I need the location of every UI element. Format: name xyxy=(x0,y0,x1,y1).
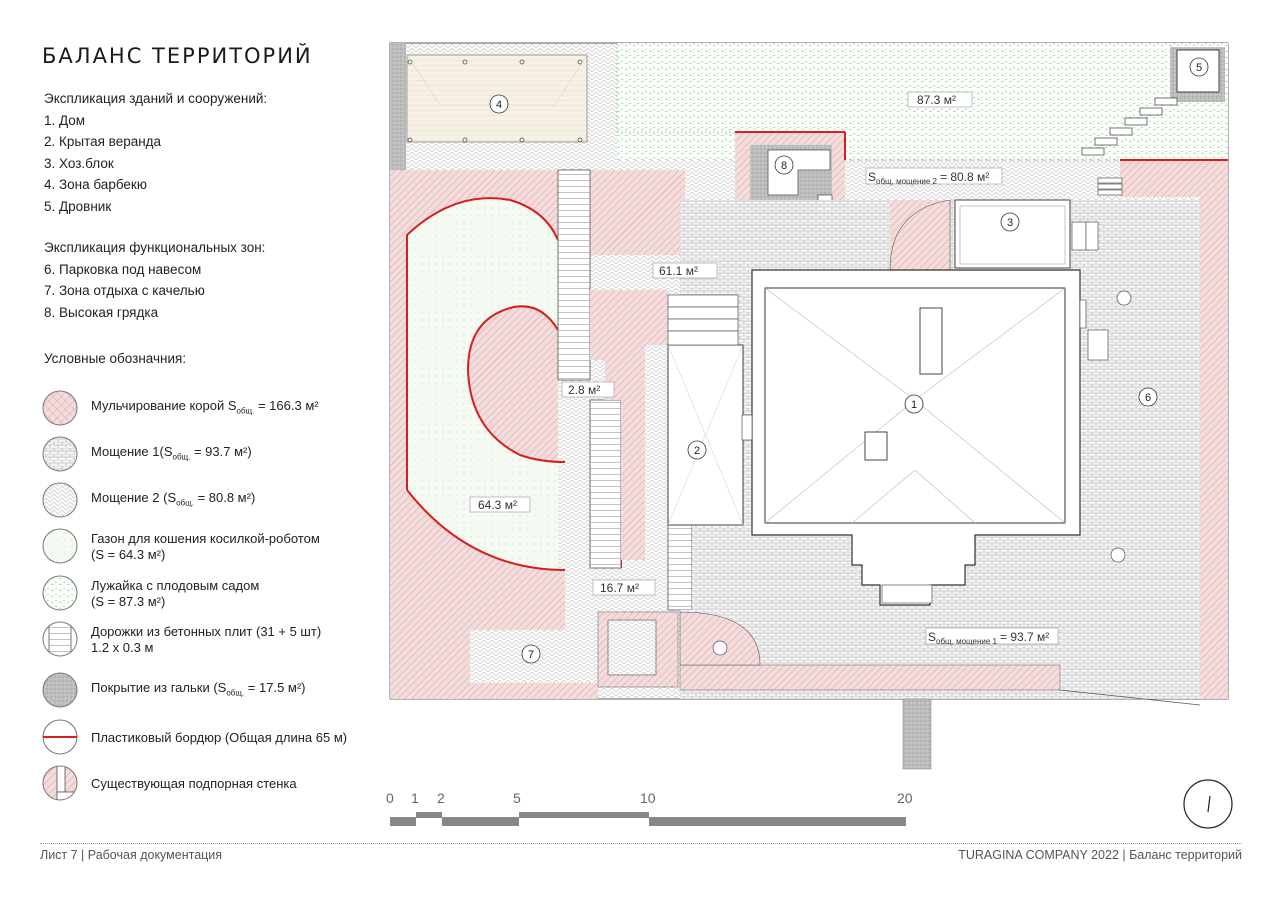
legend-item-pebble: Покрытие из гальки (Sобщ. = 17.5 м²) xyxy=(42,672,306,710)
zone-item: 7. Зона отдыха с качелью xyxy=(44,283,205,299)
marker-5: 5 xyxy=(1189,57,1209,77)
marker-2: 2 xyxy=(687,440,707,460)
area-label-center: 61.1 м² xyxy=(659,264,698,278)
pebble-strip-left xyxy=(390,43,406,170)
legend-label: Лужайка с плодовым садом(S = 87.3 м²) xyxy=(91,578,260,609)
svg-text:1: 1 xyxy=(911,399,917,411)
buildings-list: Экспликация зданий и сооружений: 1. Дом … xyxy=(44,88,267,218)
svg-text:6: 6 xyxy=(1145,392,1151,404)
scale-label: 0 xyxy=(386,790,394,806)
scale-label: 10 xyxy=(640,790,656,806)
legend-item-paving-1: Мощение 1(Sобщ. = 93.7 м²) xyxy=(42,436,252,474)
slab-path-lower xyxy=(589,399,622,569)
legend-item-paving-2: Мощение 2 (Sобщ. = 80.8 м²) xyxy=(42,482,255,520)
area-label-paving-2: Sобщ. мощение 2= 80.8 м² xyxy=(868,170,989,186)
scale-label: 5 xyxy=(513,790,521,806)
scale-bar xyxy=(390,812,906,826)
legend-label: Дорожки из бетонных плит (31 + 5 шт)1.2 … xyxy=(91,624,322,655)
svg-text:7: 7 xyxy=(528,649,534,661)
north-arrow-icon xyxy=(1183,779,1233,829)
buildings-heading: Экспликация зданий и сооружений: xyxy=(44,91,268,106)
legend-label: Покрытие из гальки (Sобщ. = 17.5 м²) xyxy=(91,680,306,698)
pebble-cover-icon xyxy=(42,672,78,708)
legend-label: Мощение 1(Sобщ. = 93.7 м²) xyxy=(91,444,252,462)
svg-text:3: 3 xyxy=(1007,217,1013,229)
mulch-pattern-icon xyxy=(42,390,78,426)
svg-text:5: 5 xyxy=(1196,62,1202,74)
svg-text:4: 4 xyxy=(496,99,502,111)
area-label-path: 16.7 м² xyxy=(600,581,639,595)
footer-divider xyxy=(40,843,1242,844)
footer-right: TURAGINA COMPANY 2022 | Баланс территори… xyxy=(958,848,1242,862)
building-item: 2. Крытая веранда xyxy=(44,134,162,150)
mulch-top-bed xyxy=(590,170,685,255)
plastic-border-icon xyxy=(42,719,78,755)
svg-text:2: 2 xyxy=(694,445,700,457)
marker-4: 4 xyxy=(489,94,509,114)
marker-3: 3 xyxy=(1000,212,1020,232)
scale-label: 20 xyxy=(897,790,913,806)
building-item: 5. Дровник xyxy=(44,198,112,214)
zones-heading: Экспликация функциональных зон: xyxy=(44,240,266,255)
mulch-round-bed xyxy=(468,306,558,462)
footer-left: Лист 7 | Рабочая документация xyxy=(40,848,223,862)
legend-heading: Условные обозначния: xyxy=(44,351,187,366)
legend-label: Пластиковый бордюр (Общая длина 65 м) xyxy=(91,730,348,745)
building-item: 3. Хоз.блок xyxy=(44,155,114,171)
paving-1-pattern-icon xyxy=(42,436,78,472)
area-label-lawn: 64.3 м² xyxy=(478,498,517,512)
paving-2-pattern-icon xyxy=(42,482,78,518)
marker-8: 8 xyxy=(774,155,794,175)
orchard-lawn-pattern-icon xyxy=(42,575,78,611)
legend-item-mulch: Мульчирование корой Sобщ. = 166.3 м² xyxy=(42,390,319,428)
robot-lawn-pattern-icon xyxy=(42,528,78,564)
utility-shed xyxy=(954,199,1071,269)
retaining-wall-icon xyxy=(42,765,78,801)
svg-text:8: 8 xyxy=(781,160,787,172)
legend-label: Мощение 2 (Sобщ. = 80.8 м²) xyxy=(91,490,256,508)
marker-1: 1 xyxy=(904,394,924,414)
scale-label: 2 xyxy=(437,790,445,806)
legend-label: Мульчирование корой Sобщ. = 166.3 м² xyxy=(91,398,319,416)
marker-6: 6 xyxy=(1138,387,1158,407)
legend-item-orchard-lawn: Лужайка с плодовым садом(S = 87.3 м²) xyxy=(42,575,259,613)
zones-list: Экспликация функциональных зон: 6. Парко… xyxy=(44,237,265,323)
legend-item-retaining-wall: Существующая подпорная стенка xyxy=(42,765,297,803)
slab-path-vertical xyxy=(557,169,591,381)
scale-label: 1 xyxy=(411,790,419,806)
legend-item-plastic-border: Пластиковый бордюр (Общая длина 65 м) xyxy=(42,719,347,757)
page-title: БАЛАНС ТЕРРИТОРИЙ xyxy=(42,44,313,68)
marker-7: 7 xyxy=(521,644,541,664)
area-label-orchard: 87.3 м² xyxy=(917,93,956,107)
zone-item: 8. Высокая грядка xyxy=(44,304,159,320)
building-item: 4. Зона барбекю xyxy=(44,177,147,193)
legend-label: Газон для кошения косилкой-роботом(S = 6… xyxy=(91,531,320,562)
legend-item-slab-path: Дорожки из бетонных плит (31 + 5 шт)1.2 … xyxy=(42,621,321,659)
area-label-paving-1: Sобщ. мощение 1= 93.7 м² xyxy=(928,630,1049,646)
building-item: 1. Дом xyxy=(44,112,86,128)
legend-label: Существующая подпорная стенка xyxy=(91,776,297,791)
concrete-slab-path-icon xyxy=(42,621,78,657)
zone-item: 6. Парковка под навесом xyxy=(44,261,202,277)
area-label-small: 2.8 м² xyxy=(568,383,600,397)
legend-item-robot-lawn: Газон для кошения косилкой-роботом(S = 6… xyxy=(42,528,320,566)
